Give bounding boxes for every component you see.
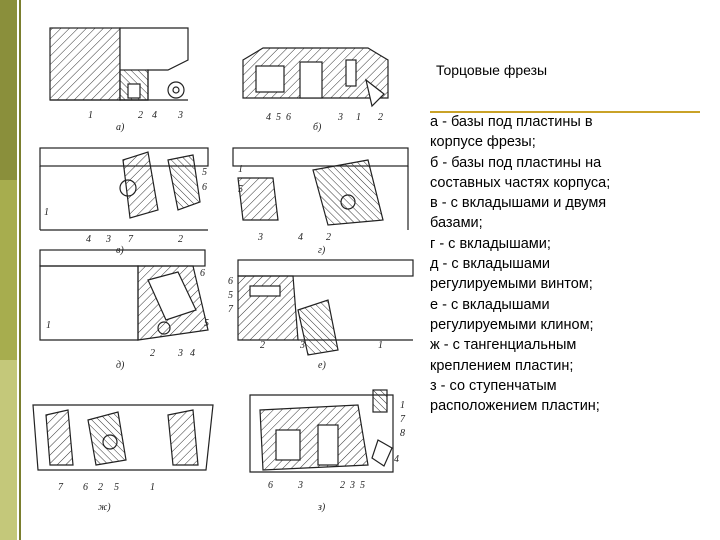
drawing-a-label-3: 4: [152, 110, 157, 121]
description-line: а - базы под пластины в: [430, 114, 593, 130]
description-line: б - базы под пластины на: [430, 154, 602, 171]
drawing-g-label-4: 4: [298, 232, 303, 243]
drawing-b-label-4: 3: [337, 112, 343, 123]
drawing-v-label-6: 5: [202, 167, 207, 178]
drawing-z-caption: з): [317, 502, 326, 513]
drawing-z-label-6: 1: [400, 400, 405, 411]
drawing-g-caption: г): [318, 245, 326, 256]
description-line: расположением пластин;: [430, 398, 600, 415]
drawing-d-label-4: 3: [177, 348, 183, 359]
description-list: а - базы под пластины в корпусе фрезы; б…: [430, 112, 710, 416]
drawing-d-label-6: 5: [204, 318, 209, 329]
drawing-g-label-3: 3: [257, 232, 263, 243]
drawing-e-label-2: 5: [228, 290, 233, 301]
drawing-e-label-4: 2: [260, 340, 265, 351]
drawing-b-label-1: 4: [266, 112, 271, 123]
drawing-v-label-7: 6: [202, 182, 207, 193]
drawing-b: [242, 47, 389, 108]
drawing-z-label-9: 4: [394, 454, 399, 465]
drawing-z: [249, 389, 394, 473]
drawing-a: [49, 27, 189, 101]
slide-title: Торцовые фрезы: [436, 62, 548, 78]
drawing-b-label-2: 5: [276, 112, 281, 123]
description-line: в - с вкладышами и двумя: [430, 195, 607, 212]
drawing-a-label-4: 3: [177, 110, 183, 121]
drawing-zh-label-4: 5: [114, 482, 119, 493]
description-line: з - со ступенчатым: [430, 377, 557, 394]
drawing-b-caption: б): [313, 122, 322, 133]
drawing-zh-label-5: 1: [150, 482, 155, 493]
description-line: регулируемыми клином;: [430, 316, 594, 333]
description-line: креплением пластин;: [430, 357, 574, 374]
drawing-v-label-4: 7: [128, 234, 134, 245]
drawing-d: [39, 249, 209, 341]
side-bar-divider-line: [19, 0, 21, 540]
drawing-d-label-5: 4: [190, 348, 195, 359]
drawing-v-label-3: 3: [105, 234, 111, 245]
drawing-z-label-2: 3: [297, 480, 303, 491]
milling-cutters-figure: 1 2 4 3 а) 4 5 6 3 1 2 б) 1 4 3 7 2 5 6 …: [28, 10, 423, 530]
drawing-d-caption: д): [116, 360, 125, 371]
description-line: регулируемыми винтом;: [430, 276, 593, 293]
drawing-zh-label-3: 2: [98, 482, 103, 493]
drawing-e-label-1: 6: [228, 276, 233, 287]
drawing-v-label-1: 1: [44, 207, 49, 218]
decorative-side-bar: [0, 0, 17, 540]
drawing-g-label-1: 1: [238, 164, 243, 175]
drawing-z-label-3: 2: [340, 480, 345, 491]
side-bar-segment-bottom: [0, 360, 17, 540]
drawing-e: [237, 259, 414, 356]
drawing-z-label-7: 7: [400, 414, 406, 425]
drawing-z-label-5: 5: [360, 480, 365, 491]
drawing-a-label-2: 2: [138, 110, 143, 121]
description-line: базами;: [430, 215, 483, 232]
drawing-v-label-2: 4: [86, 234, 91, 245]
drawing-e-label-3: 7: [228, 304, 234, 315]
drawing-v-label-5: 2: [178, 234, 183, 245]
drawing-e-caption: е): [318, 360, 326, 371]
side-bar-segment-middle: [0, 180, 17, 360]
drawing-a-label-1: 1: [88, 110, 93, 121]
drawing-d-label-2: 6: [200, 268, 205, 279]
drawing-z-label-1: 6: [268, 480, 273, 491]
description-line: г - с вкладышами;: [430, 235, 551, 252]
drawing-e-label-6: 1: [378, 340, 383, 351]
title-underline: [430, 111, 700, 113]
drawing-a-caption: а): [116, 122, 125, 133]
drawing-zh: [32, 404, 214, 471]
description-line: составных частях корпуса;: [430, 174, 611, 191]
description-line: корпусе фрезы;: [430, 134, 536, 151]
drawing-z-label-8: 8: [400, 428, 405, 439]
drawing-g-label-5: 2: [326, 232, 331, 243]
drawing-z-label-4: 3: [349, 480, 355, 491]
drawing-v: [39, 147, 209, 231]
drawing-e-label-5: 3: [299, 340, 305, 351]
drawing-d-label-1: 1: [46, 320, 51, 331]
drawing-zh-label-2: 6: [83, 482, 88, 493]
drawing-b-label-5: 1: [356, 112, 361, 123]
drawing-g: [232, 147, 409, 230]
drawing-zh-label-1: 7: [58, 482, 64, 493]
drawing-zh-caption: ж): [98, 502, 111, 513]
drawing-g-label-2: 5: [238, 184, 243, 195]
drawing-b-label-6: 2: [378, 112, 383, 123]
drawing-d-label-3: 2: [150, 348, 155, 359]
drawing-b-label-3: 6: [286, 112, 291, 123]
description-line: е - с вкладышами: [430, 296, 550, 313]
description-line: ж - с тангенциальным: [430, 337, 577, 354]
description-line: д - с вкладышами: [430, 256, 551, 273]
side-bar-segment-top: [0, 0, 17, 180]
